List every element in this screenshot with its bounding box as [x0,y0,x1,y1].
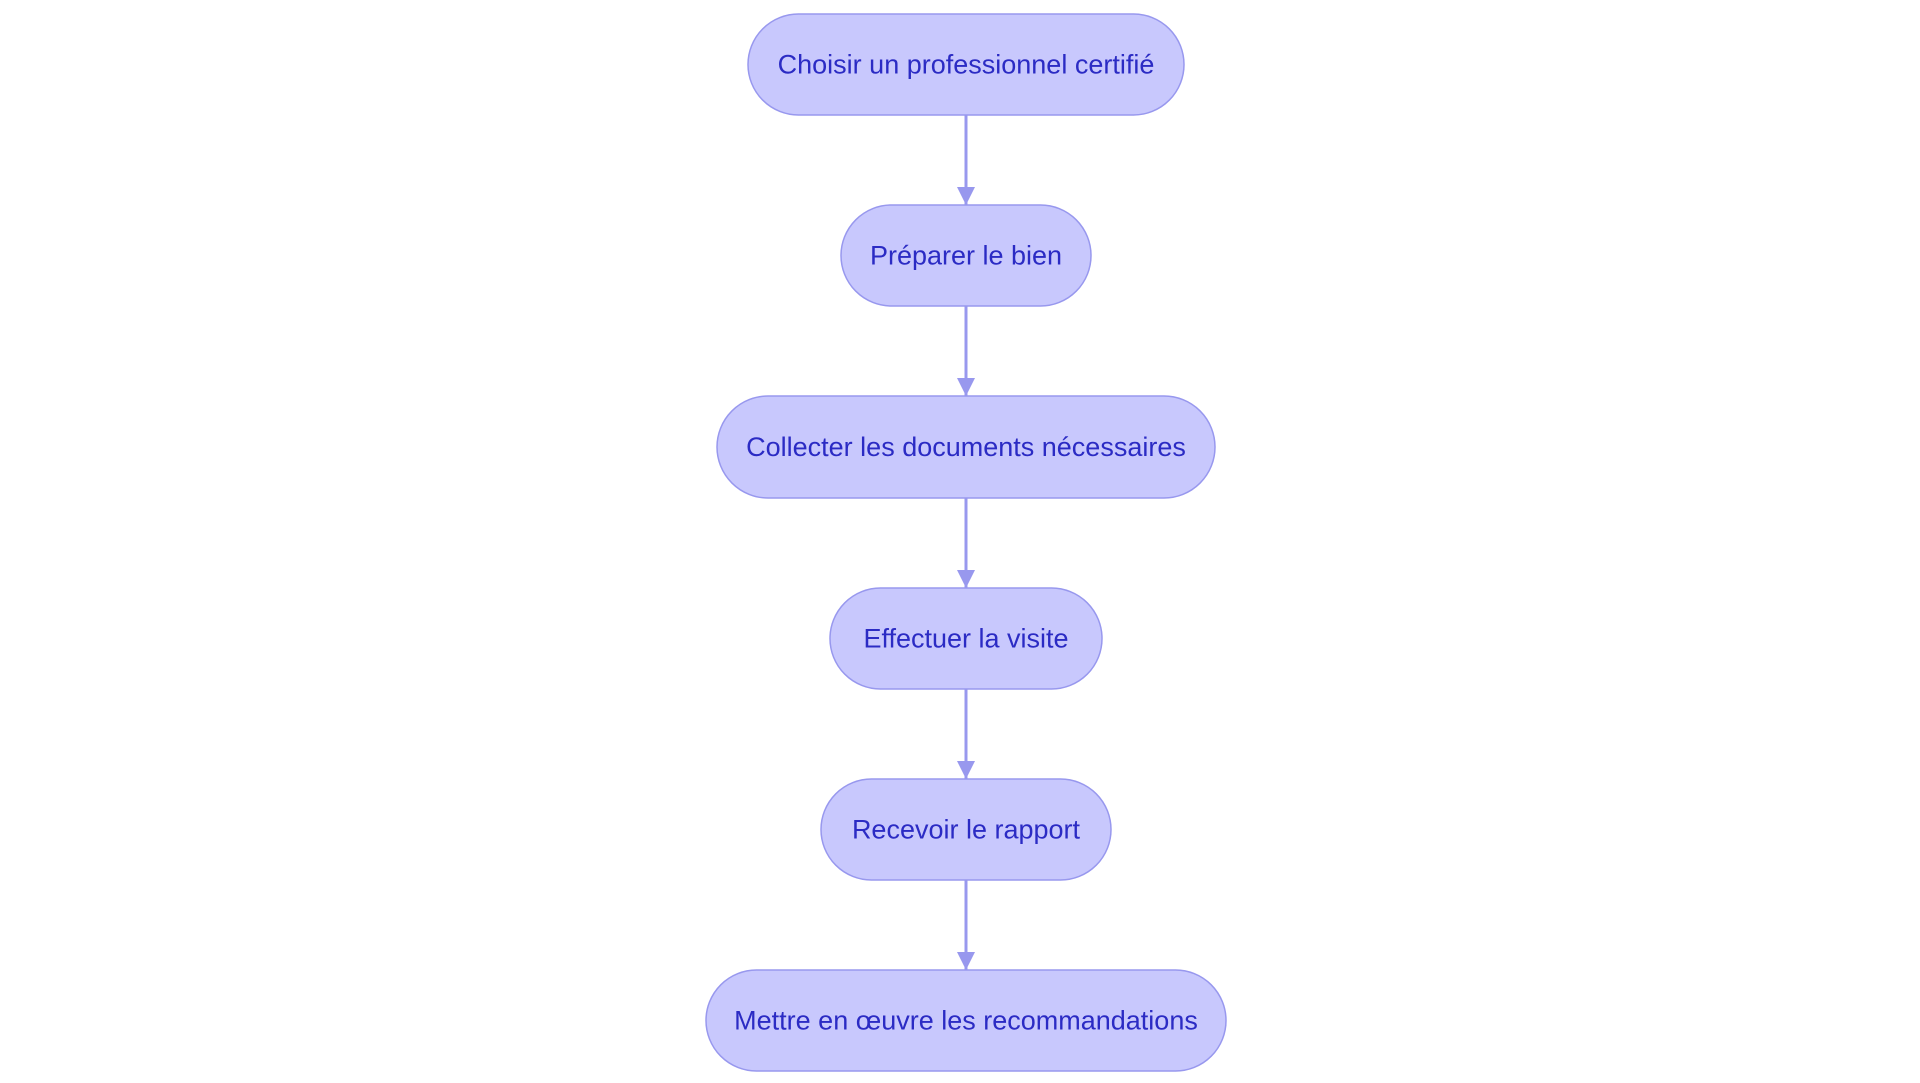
node-label: Collecter les documents nécessaires [746,432,1186,462]
node-label: Effectuer la visite [863,624,1068,654]
node-label: Mettre en œuvre les recommandations [734,1006,1198,1036]
node-recevoir-rapport: Recevoir le rapport [820,778,1112,881]
node-mettre-en-oeuvre: Mettre en œuvre les recommandations [705,969,1227,1072]
node-shape [747,13,1185,116]
node-shape [829,587,1103,690]
node-label: Préparer le bien [870,241,1062,271]
node-shape [716,395,1216,499]
node-preparer-bien: Préparer le bien [840,204,1092,307]
node-shape [705,969,1227,1072]
node-label: Choisir un professionnel certifié [778,50,1155,80]
node-choisir-professionnel: Choisir un professionnel certifié [747,13,1185,116]
node-effectuer-visite: Effectuer la visite [829,587,1103,690]
node-shape [840,204,1092,307]
node-shape [820,778,1112,881]
node-collecter-documents: Collecter les documents nécessaires [716,395,1216,499]
node-label: Recevoir le rapport [852,815,1081,845]
